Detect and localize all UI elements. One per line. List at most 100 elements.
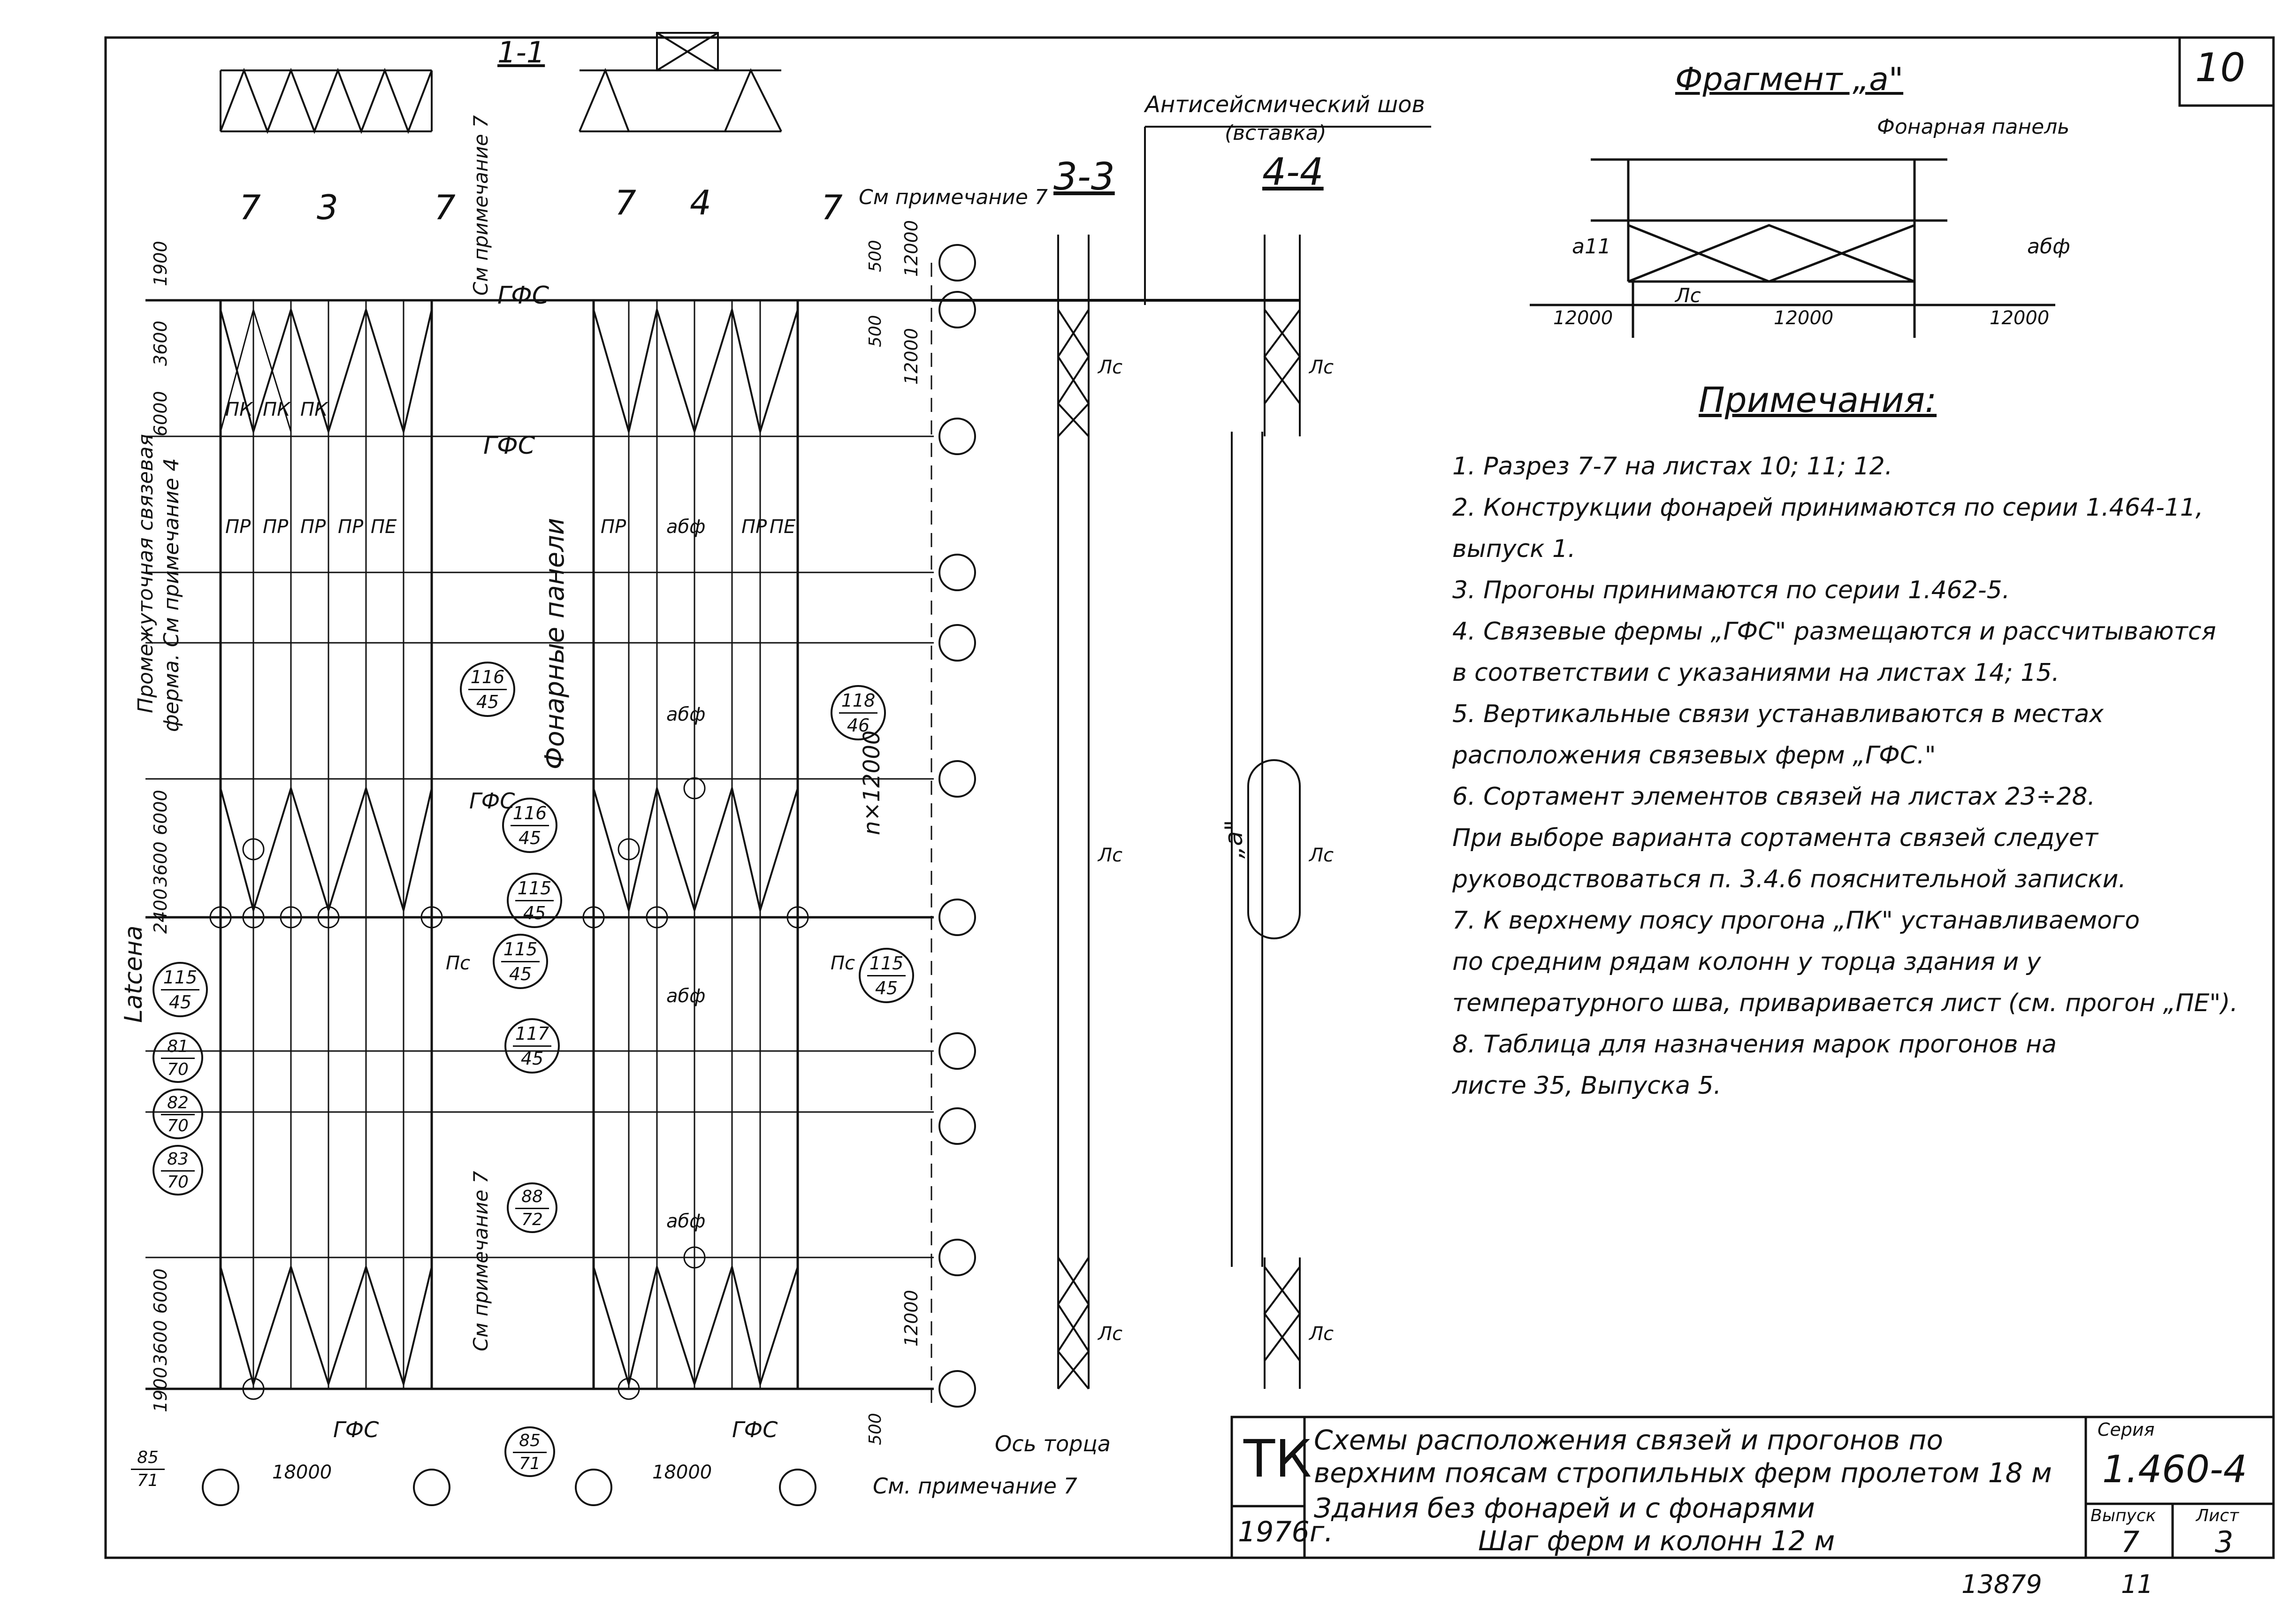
lantern-panels-label: Фонарные панели	[540, 518, 570, 769]
member-pe-1: ПЕ	[371, 516, 397, 538]
fragment-dim-3: 12000	[1990, 307, 2050, 329]
notes-title: Примечания:	[1699, 380, 1937, 420]
note-line: 6. Сортамент элементов связей на листах …	[1452, 783, 2096, 811]
member-pk-2: ПК	[263, 399, 290, 420]
note-line: температурного шва, приваривается лист (…	[1452, 989, 2238, 1017]
title-block-sheet-value: 3	[2215, 1525, 2234, 1559]
note-line: 7. К верхнему поясу прогона „ПК" устанав…	[1452, 907, 2140, 935]
dim-6000-bot: 6000	[150, 1268, 171, 1314]
member-lc-6: Лс	[1309, 1323, 1334, 1345]
member-pr-1: ПР	[225, 516, 251, 538]
gfs-label-4: ГФС	[333, 1417, 379, 1442]
title-block-line4: Шаг ферм и колонн 12 м	[1478, 1525, 1835, 1557]
member-lc-1: Лс	[1098, 357, 1123, 378]
member-pr-5: ПР	[601, 516, 626, 538]
section-mark-3: 3	[317, 188, 338, 227]
sheet-number: 10	[2195, 45, 2245, 91]
footer-mark: 11	[2121, 1569, 2153, 1599]
see-note7-label: См примечание 7	[859, 185, 1048, 209]
member-pc-2: Пс	[831, 952, 855, 974]
member-pk-1: ПК	[225, 399, 253, 420]
see-note7-bottom: См. примечание 7	[873, 1473, 1077, 1499]
member-pr-6: ПР	[741, 516, 767, 538]
title-block-line1: Схемы расположения связей и прогонов по	[1314, 1424, 1943, 1456]
title-block-series-label: Серия	[2098, 1419, 2155, 1440]
note-line: по средним рядам колонн у торца здания и…	[1452, 948, 2041, 976]
member-pc-1: Пс	[446, 952, 471, 974]
fragment-a-title: Фрагмент „a"	[1675, 61, 1904, 98]
note-line: листе 35, Выпуска 5.	[1452, 1072, 1722, 1100]
span-18000-left: 18000	[272, 1462, 332, 1483]
member-abf-3: абф	[666, 985, 706, 1007]
dim-500-c: 500	[866, 1413, 885, 1445]
see-note7-rot-bottom: См примечание 7	[469, 1171, 492, 1351]
notes-list: 1. Разрез 7-7 на листах 10; 11; 12. 2. К…	[1452, 446, 2241, 1106]
dim-6000-top: 6000	[150, 391, 171, 436]
section-mark-7d: 7	[821, 188, 843, 227]
member-lc-5: Лс	[1309, 845, 1334, 866]
dim-12000-c: 12000	[901, 1290, 922, 1347]
inventory-number: 13879	[1961, 1569, 2042, 1599]
note-line: выпуск 1.	[1452, 535, 1576, 563]
fragment-dim-1: 12000	[1553, 307, 1613, 329]
title-block-issue-label: Выпуск	[2090, 1506, 2156, 1525]
section-mark-7b: 7	[434, 188, 456, 227]
member-abf-1: абф	[666, 516, 706, 538]
note-line: 8. Таблица для назначения марок прогонов…	[1452, 1030, 2057, 1059]
fragment-abf: абф	[2027, 235, 2070, 259]
dim-12000-a: 12000	[901, 220, 922, 277]
note-line: 4. Связевые фермы „ГФС" размещаются и ра…	[1452, 617, 2216, 646]
axis-bubbles	[202, 244, 976, 1506]
dim-1900-bot: 1900	[150, 1367, 171, 1412]
n12000-label: n×12000	[859, 730, 885, 835]
fragment-dim-2: 12000	[1774, 307, 1834, 329]
gfs-label-1: ГФС	[497, 282, 549, 310]
member-pr-2: ПР	[263, 516, 289, 538]
note-line: 1. Разрез 7-7 на листах 10; 11; 12.	[1452, 452, 1893, 480]
note-line: в соответствии с указаниями на листах 14…	[1452, 659, 2060, 687]
insert-label: (вставка)	[1225, 121, 1327, 145]
member-lc-4: Лс	[1309, 357, 1334, 378]
section-mark-7a: 7	[239, 188, 261, 227]
fragment-lantern-panel: Фонарная панель	[1877, 115, 2070, 139]
intermediate-truss-label: Промежуточная связевая	[134, 434, 158, 713]
title-block-year: 1976г.	[1238, 1516, 1334, 1548]
dim-3600-top: 3600	[150, 320, 171, 366]
gfs-label-5: ГФС	[732, 1417, 778, 1442]
fragment-a11: а11	[1572, 235, 1611, 259]
dim-6000-mid: 6000	[150, 790, 171, 835]
end-axis-label: Ось торца	[995, 1431, 1111, 1456]
see-note4-label: ферма. См примечание 4	[160, 458, 183, 732]
member-abf-2: абф	[666, 704, 706, 725]
member-pr-3: ПР	[300, 516, 326, 538]
section-label-3-3: 3-3	[1053, 155, 1115, 198]
dim-1900-top: 1900	[150, 241, 171, 286]
node-markers	[209, 777, 809, 1400]
gfs-label-2: ГФС	[483, 432, 535, 460]
member-pr-4: ПР	[338, 516, 364, 538]
section-1-1	[220, 32, 782, 134]
title-block-sheet-label: Лист	[2196, 1506, 2239, 1525]
section-mark-7c: 7	[615, 183, 636, 222]
note-line: расположения связевых ферм „ГФС."	[1452, 741, 1936, 769]
member-lc-3: Лс	[1098, 1323, 1123, 1345]
title-block-line3: Здания без фонарей и с фонарями	[1314, 1492, 1815, 1524]
dim-2400-mid: 2400	[150, 888, 171, 934]
member-lc-2: Лс	[1098, 845, 1123, 866]
dim-3600-mid: 3600	[150, 841, 171, 887]
span-18000-right: 18000	[652, 1462, 712, 1483]
section-label-1-1: 1-1	[497, 35, 545, 69]
